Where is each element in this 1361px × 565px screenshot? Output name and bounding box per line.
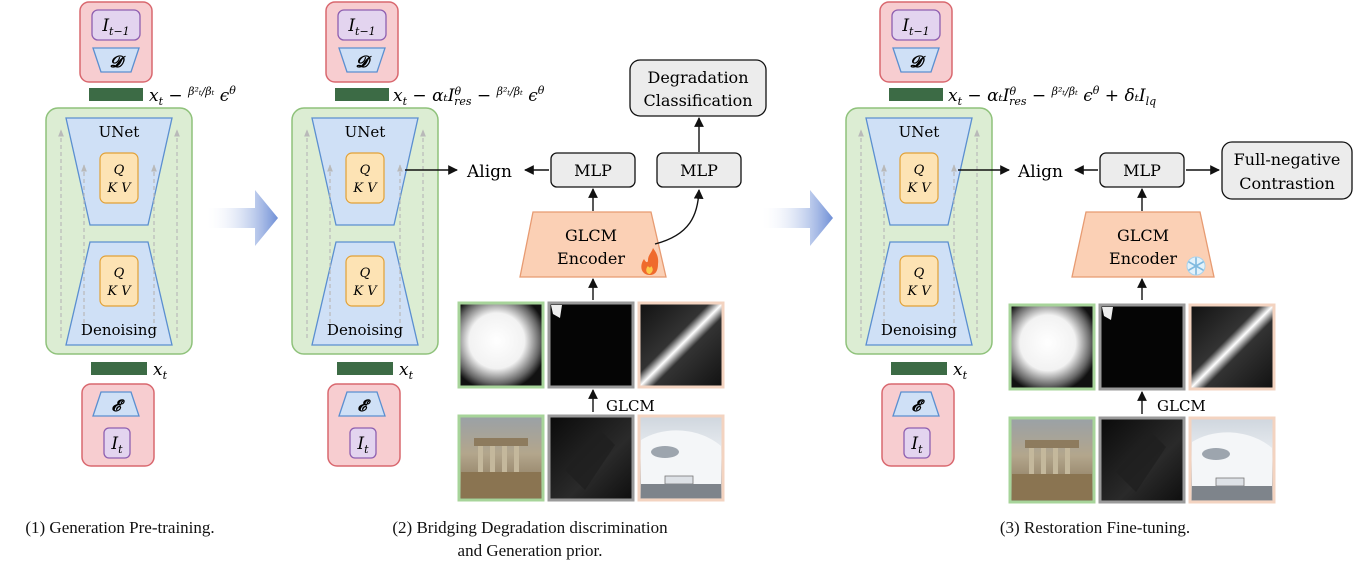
glcm-encoder-block xyxy=(1071,211,1215,278)
contrast-label-line1: Full-negative xyxy=(1234,150,1341,169)
mlp-block xyxy=(1099,152,1185,188)
glcm-label: GLCM xyxy=(606,397,655,415)
denoising-label: Denoising xyxy=(327,321,404,339)
latent-bar-bottom xyxy=(891,362,947,375)
attn-q: Q xyxy=(914,266,925,281)
glcm-encoder-line1: GLCM xyxy=(565,226,617,245)
attn-kv: K V xyxy=(106,284,132,299)
encoder-block: 𝓔 It xyxy=(327,383,401,467)
caption-panel-3: (3) Restoration Fine-tuning. xyxy=(999,518,1191,537)
align-label: Align xyxy=(466,162,512,182)
latent-bottom-label: xt xyxy=(153,360,168,382)
attention-block-upper xyxy=(345,152,385,204)
mlp-block-a xyxy=(550,152,636,188)
latent-bottom-label: xt xyxy=(953,360,968,382)
encoder-block: 𝓔 It xyxy=(881,383,955,467)
denoising-label: Denoising xyxy=(81,321,158,339)
decoder-symbol: 𝓓 xyxy=(910,52,926,71)
glcm-encoder-line2: Encoder xyxy=(557,249,625,268)
encoder-block: 𝓔 It xyxy=(81,383,155,467)
attention-block-lower xyxy=(345,255,385,307)
attention-block-lower xyxy=(99,255,139,307)
latent-bar-bottom xyxy=(91,362,147,375)
caption-panel-2-line2: and Generation prior. xyxy=(457,541,603,560)
top-image-label: It−1 xyxy=(901,16,929,38)
decoder-block: It−1 𝓓 xyxy=(879,1,953,83)
mlp-block-b xyxy=(656,152,742,188)
degradation-classification-block xyxy=(629,59,767,117)
unet-label: UNet xyxy=(345,123,386,141)
degraded-images xyxy=(457,414,725,502)
decoder-block: It−1 𝓓 xyxy=(79,1,153,83)
degraded-images xyxy=(1008,416,1276,504)
attn-kv: K V xyxy=(106,181,132,196)
classification-label-line2: Classification xyxy=(643,91,752,110)
attention-block-lower xyxy=(899,255,939,307)
denoising-label: Denoising xyxy=(881,321,958,339)
caption-panel-2-line1: (2) Bridging Degradation discrimination xyxy=(392,518,668,537)
attention-block-upper xyxy=(899,152,939,204)
formula-top: xt − β²ₜ/βₜ ϵθ xyxy=(149,84,236,108)
transition-arrow-2 xyxy=(760,190,833,246)
glcm-matrices xyxy=(1008,303,1276,391)
latent-bar-bottom xyxy=(337,362,393,375)
attn-kv: K V xyxy=(906,284,932,299)
contrast-label-line2: Contrastion xyxy=(1239,174,1335,193)
attn-q: Q xyxy=(914,163,925,178)
glcm-encoder-line2: Encoder xyxy=(1109,249,1177,268)
mlp-label: MLP xyxy=(680,161,718,180)
encoder-to-mlp-b-arrow xyxy=(654,189,704,245)
attn-kv: K V xyxy=(352,181,378,196)
caption-panel-2: (2) Bridging Degradation discrimination … xyxy=(330,516,730,562)
glcm-label: GLCM xyxy=(1157,397,1206,415)
decoder-symbol: 𝓓 xyxy=(356,52,372,71)
full-negative-contrast-block xyxy=(1221,141,1353,200)
attn-kv: K V xyxy=(906,181,932,196)
attn-kv: K V xyxy=(352,284,378,299)
decoder-symbol: 𝓓 xyxy=(110,52,126,71)
classification-label-line1: Degradation xyxy=(648,68,749,87)
attn-q: Q xyxy=(360,163,371,178)
unet-label: UNet xyxy=(99,123,140,141)
transition-arrow-1 xyxy=(205,190,278,246)
latent-bar-top xyxy=(335,88,389,101)
decoder-block: It−1 𝓓 xyxy=(325,1,399,83)
mlp-label: MLP xyxy=(574,161,612,180)
align-label: Align xyxy=(1017,162,1063,182)
mlp-label: MLP xyxy=(1123,161,1161,180)
unet-container: UNet Q K V Q K V Denoising xyxy=(45,107,193,355)
glcm-encoder-block xyxy=(519,211,667,278)
glcm-encoder-line1: GLCM xyxy=(1117,226,1169,245)
glcm-matrices xyxy=(457,301,725,389)
caption-panel-1: (1) Generation Pre-training. xyxy=(25,518,215,537)
unet-container: UNet Q K V Q K V Denoising xyxy=(845,107,993,355)
latent-bar-top xyxy=(889,88,943,101)
attention-block-upper xyxy=(99,152,139,204)
latent-bar-top xyxy=(89,88,143,101)
fire-icon xyxy=(641,248,659,275)
snowflake-icon xyxy=(1186,256,1206,276)
attn-q: Q xyxy=(114,266,125,281)
attn-q: Q xyxy=(360,266,371,281)
unet-container: UNet Q K V Q K V Denoising xyxy=(291,107,439,355)
latent-bottom-label: xt xyxy=(399,360,414,382)
attn-q: Q xyxy=(114,163,125,178)
panel-1: It−1 𝓓 xt − β²ₜ/βₜ ϵθ UNet Q K V Q K V D… xyxy=(45,1,236,467)
unet-label: UNet xyxy=(899,123,940,141)
